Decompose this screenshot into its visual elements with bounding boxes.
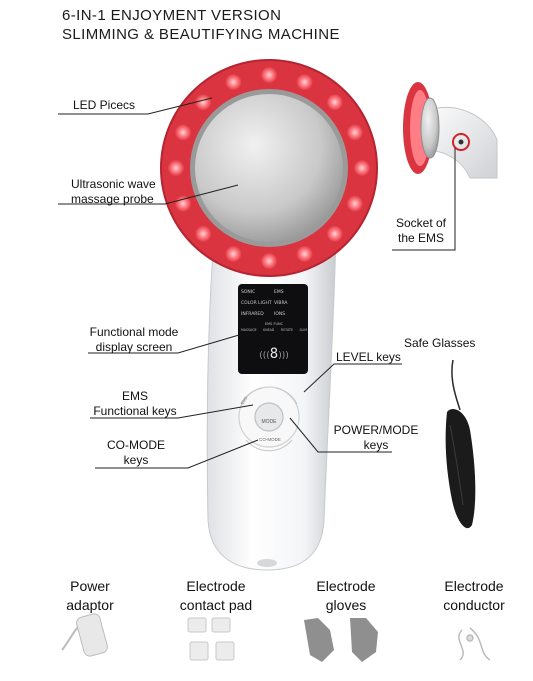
co-mode-label-line-1: CO-MODE <box>107 438 165 452</box>
page-title: 6-IN-1 ENJOYMENT VERSION SLIMMING & BEAU… <box>62 6 340 44</box>
mode-sonic: SONIC <box>241 290 256 295</box>
level-readout: (((8))) <box>259 346 289 362</box>
glasses-label: Safe Glasses <box>404 336 476 350</box>
electrode-pads-image <box>187 617 235 661</box>
safe-glasses <box>445 359 476 529</box>
power-mode-label-line-1: POWER/MODE <box>333 423 419 437</box>
led-dot <box>261 67 277 83</box>
accessory-power-adaptor: Power adaptor <box>48 577 132 615</box>
led-dot <box>346 195 363 212</box>
level-label: LEVEL keys <box>336 350 401 364</box>
mode-color-light: COLOR LIGHT <box>241 301 272 306</box>
led-dot <box>225 74 242 91</box>
title-line-1: 6-IN-1 ENJOYMENT VERSION <box>62 7 282 24</box>
socket-label-line-1: Socket of <box>395 216 447 230</box>
ems-func-label: EMS FUNC <box>264 322 284 326</box>
led-label: LED Picecs <box>73 98 136 112</box>
co-mode-button[interactable]: CO-MODE <box>259 437 281 442</box>
power-mode-label: POWER/MODE keys <box>326 423 426 453</box>
display-label-line-2: display screen <box>95 340 173 354</box>
led-dot <box>175 195 192 212</box>
ems-label-line-2: Functional keys <box>93 404 177 418</box>
power-mode-label-line-2: keys <box>363 438 389 452</box>
accessory-3-line-1: Electrode <box>444 578 504 594</box>
led-dot <box>326 225 343 242</box>
led-dot <box>354 160 370 176</box>
electrode-conductor-image <box>458 627 491 661</box>
title-line-2: SLIMMING & BEAUTIFYING MACHINE <box>62 26 340 43</box>
led-dot <box>225 245 242 262</box>
led-dot <box>175 124 192 141</box>
sub-mode-rotate: ROTATE <box>280 328 294 332</box>
accessory-1-line-2: contact pad <box>179 597 253 613</box>
socket-label-line-2: the EMS <box>397 231 445 245</box>
led-dot <box>296 245 313 262</box>
electrode-gloves-image <box>304 618 378 662</box>
handle-port <box>257 559 277 567</box>
accessory-conductor: Electrode conductor <box>426 577 522 615</box>
mode-infrared: INFRARED <box>241 312 264 317</box>
accessory-2-line-1: Electrode <box>316 578 376 594</box>
level-digit: 8 <box>269 346 279 362</box>
sub-mode-knead: KNEAD <box>263 328 275 332</box>
accessory-0-line-2: adaptor <box>66 597 114 613</box>
accessory-2-line-2: gloves <box>325 597 367 613</box>
led-dot <box>168 160 184 176</box>
control-pad <box>238 386 300 452</box>
co-mode-label: CO-MODE keys <box>96 438 176 468</box>
co-mode-label-line-2: keys <box>123 453 149 467</box>
power-adaptor-image <box>61 613 108 657</box>
ems-label-line-1: EMS <box>121 389 148 403</box>
led-dot <box>195 94 212 111</box>
led-dot <box>296 74 313 91</box>
accessory-1-line-1: Electrode <box>186 578 246 594</box>
side-view-probe <box>403 82 498 179</box>
display-label: Functional mode display screen <box>84 325 184 355</box>
display-screen <box>238 284 308 374</box>
sub-mode-massage: MASSAGE <box>241 328 257 332</box>
led-dot <box>326 94 343 111</box>
probe-label-line-1: Ultrasonic wave <box>71 177 156 191</box>
display-label-line-1: Functional mode <box>89 325 179 339</box>
accessory-3-line-2: conductor <box>443 597 505 613</box>
led-dots <box>168 67 370 269</box>
probe-label-line-2: massage probe <box>71 192 154 206</box>
ultrasonic-probe <box>195 94 343 242</box>
led-dot <box>195 225 212 242</box>
mode-button[interactable]: MODE <box>261 419 277 425</box>
accessory-0-line-1: Power <box>70 578 110 594</box>
sub-mode-slim: SLIM <box>299 328 307 332</box>
leader-lines <box>58 97 456 469</box>
probe-label: Ultrasonic wave massage probe <box>71 177 156 207</box>
led-dot <box>261 253 277 269</box>
display-screen-content: SONIC EMS COLOR LIGHT VIBRA INFRARED ION… <box>241 290 307 372</box>
mode-ems: EMS <box>274 290 284 295</box>
accessory-contact-pad: Electrode contact pad <box>168 577 264 615</box>
accessory-gloves: Electrode gloves <box>298 577 394 615</box>
ems-label: EMS Functional keys <box>88 389 182 419</box>
socket-label: Socket of the EMS <box>390 216 452 246</box>
led-dot <box>346 124 363 141</box>
mode-vibra: VIBRA <box>274 301 288 306</box>
mode-ions: IONS <box>274 312 286 317</box>
